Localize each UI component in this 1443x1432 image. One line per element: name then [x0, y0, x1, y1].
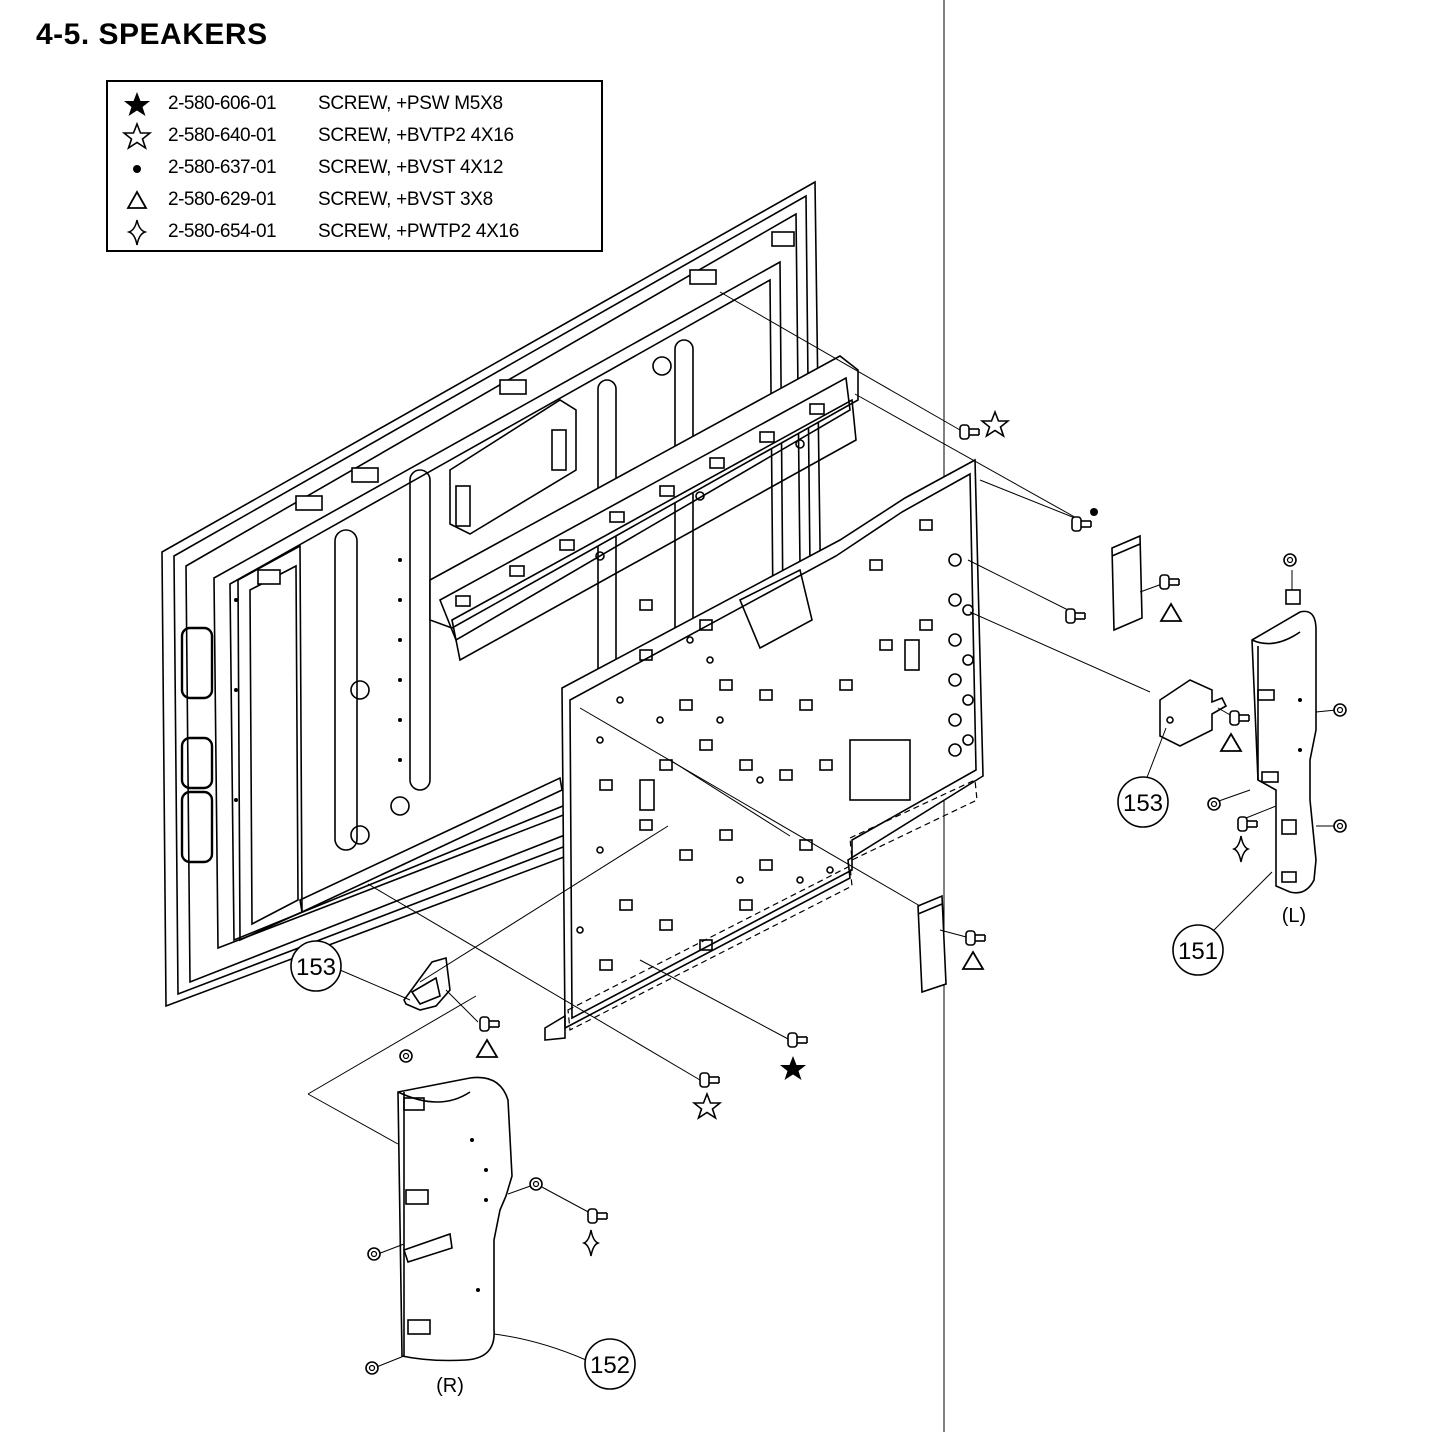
main-board-plate [544, 458, 984, 1041]
callout-153-left: 153 [290, 940, 342, 992]
screw-icon [587, 1208, 608, 1224]
callout-label: 151 [1178, 938, 1218, 965]
screw-type-markers [476, 411, 1249, 1257]
legend-description: SCREW, +BVST 4X12 [318, 157, 504, 178]
screw-icon [965, 930, 986, 946]
nut-icon [399, 1049, 413, 1063]
nut-icon [1333, 703, 1347, 717]
screw-icon [1065, 608, 1086, 624]
screw-icon [1237, 816, 1258, 832]
outline-star-icon [981, 411, 1009, 437]
screw-icon [1071, 516, 1092, 532]
outline-triangle-icon [1220, 733, 1242, 752]
legend-part-number: 2-580-640-01 [168, 125, 277, 146]
legend-row: 2-580-654-01 SCREW, +PWTP2 4X16 [108, 216, 601, 248]
speaker-l [1251, 589, 1317, 894]
speaker-r-label: (R) [436, 1375, 464, 1397]
nut-icon [1207, 797, 1221, 811]
outline-triangle-icon [126, 190, 148, 209]
legend-description: SCREW, +BVTP2 4X16 [318, 125, 514, 146]
legend-row: 2-580-637-01 SCREW, +BVST 4X12 [108, 152, 601, 184]
callout-151: 151 [1172, 924, 1224, 976]
screw-icon [479, 1016, 500, 1032]
nut-icon [1333, 819, 1347, 833]
legend-description: SCREW, +PWTP2 4X16 [318, 221, 520, 242]
outline-triangle-icon [1160, 603, 1182, 622]
callout-153-right: 153 [1117, 776, 1169, 828]
outline-triangle-icon [476, 1039, 498, 1058]
small-shield-bracket-upper [1111, 534, 1143, 632]
four-point-star-icon [583, 1229, 599, 1257]
speaker-r [397, 1076, 513, 1362]
page-title: 4-5. SPEAKERS [36, 18, 268, 51]
legend-description: SCREW, +BVST 3X8 [318, 189, 493, 210]
legend-row: 2-580-629-01 SCREW, +BVST 3X8 [108, 184, 601, 216]
screw-legend: 2-580-606-01 SCREW, +PSW M5X8 2-580-640-… [106, 80, 603, 252]
nut-icon [365, 1361, 379, 1375]
screw-icon [1159, 574, 1180, 590]
screw-icon [1229, 710, 1250, 726]
outline-star-icon [122, 122, 152, 150]
legend-part-number: 2-580-637-01 [168, 157, 277, 178]
outline-star-icon [693, 1093, 721, 1119]
speaker-bracket-right [1159, 679, 1228, 747]
speaker-bracket-left [403, 956, 451, 1011]
legend-part-number: 2-580-606-01 [168, 93, 277, 114]
filled-dot-icon [133, 165, 141, 173]
legend-part-number: 2-580-654-01 [168, 221, 277, 242]
small-shield-bracket-lower [917, 894, 947, 994]
legend-row: 2-580-606-01 SCREW, +PSW M5X8 [108, 88, 601, 120]
outline-triangle-icon [962, 951, 984, 970]
screw-icon [787, 1032, 808, 1048]
legend-row: 2-580-640-01 SCREW, +BVTP2 4X16 [108, 120, 601, 152]
screw-icon [959, 424, 980, 440]
screw-icon [699, 1072, 720, 1088]
callout-152: 152 [584, 1338, 636, 1390]
nut-icon [367, 1247, 381, 1261]
legend-part-number: 2-580-629-01 [168, 189, 277, 210]
callout-label: 152 [590, 1352, 630, 1379]
nut-icon [1283, 553, 1297, 567]
upper-bracket-rail [429, 355, 859, 662]
filled-star-icon [124, 92, 150, 116]
legend-description: SCREW, +PSW M5X8 [318, 93, 503, 114]
assembly-lines [307, 291, 1337, 1369]
filled-star-icon [780, 1056, 806, 1080]
speaker-l-label: (L) [1282, 905, 1306, 927]
nut-icon [529, 1177, 543, 1191]
callout-label: 153 [1123, 790, 1163, 817]
callout-label: 153 [296, 954, 336, 981]
filled-dot-icon [1090, 508, 1098, 516]
four-point-star-icon [126, 219, 148, 246]
four-point-star-icon [1233, 835, 1249, 863]
